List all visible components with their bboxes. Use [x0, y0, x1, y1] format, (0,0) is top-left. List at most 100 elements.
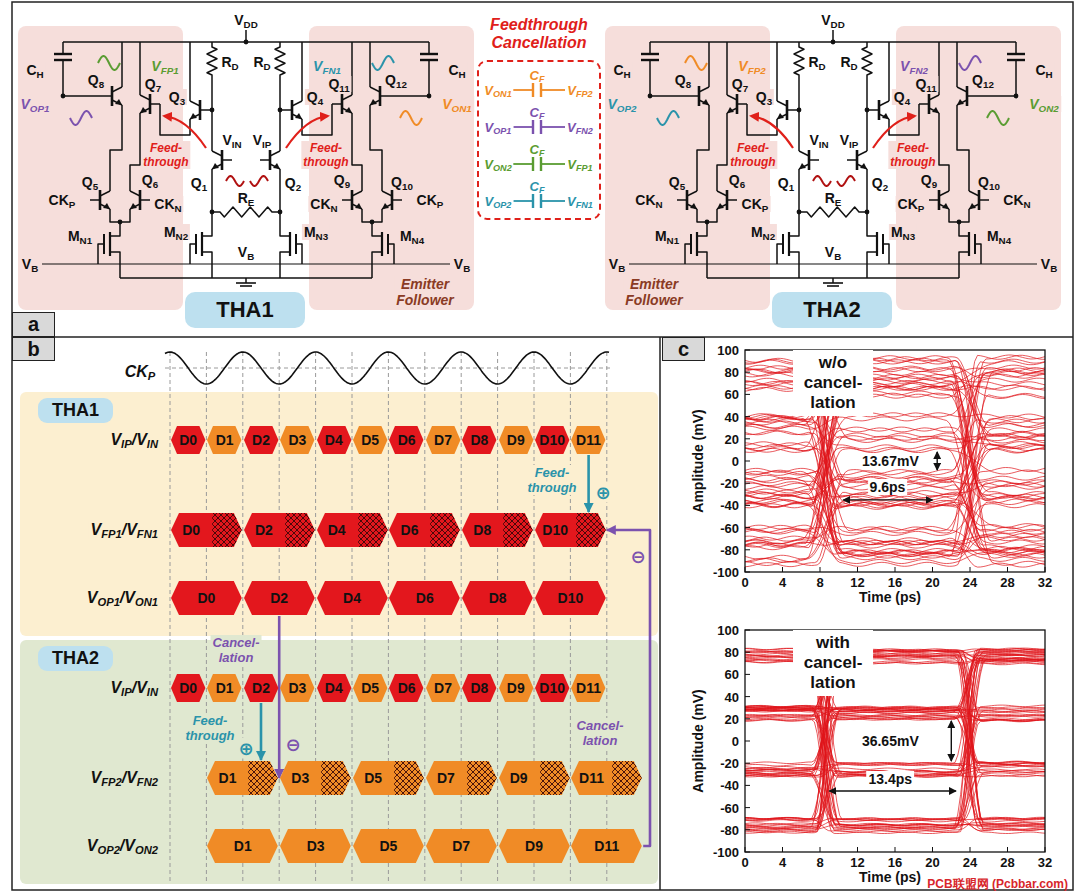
wire: [969, 191, 979, 196]
data-symbol-label: D11: [594, 838, 619, 854]
text-label: VIN: [807, 132, 830, 148]
text-label: 13.4ps: [867, 771, 915, 787]
grid-line: [606, 352, 607, 884]
data-symbol-hexagon: D5: [352, 760, 425, 796]
data-symbol-label: D3: [291, 770, 309, 786]
junction-dot: [797, 108, 802, 113]
wire: [699, 100, 709, 105]
sign-symbol: ⊕: [236, 738, 255, 759]
resistor-symbol: [212, 207, 280, 217]
data-symbol-hexagon: D6: [388, 580, 461, 616]
text-label: Q1: [189, 175, 209, 191]
text-label: 8: [814, 855, 825, 870]
eye-trace: [745, 657, 1045, 831]
wire: [789, 252, 799, 278]
text-label: RE: [823, 190, 844, 206]
eye-trace: [745, 707, 1045, 766]
data-symbol-label: D5: [379, 838, 397, 854]
eye-trace: [745, 443, 1045, 544]
axis-tick: [932, 567, 933, 572]
data-symbol-hexagon: D3: [279, 760, 352, 796]
eye-trace: [745, 714, 1045, 777]
hexagon-fill: [389, 513, 460, 547]
data-symbol-label: D1: [234, 838, 252, 854]
data-symbol-label: D5: [364, 770, 382, 786]
data-symbol-hexagon: D4: [316, 425, 352, 455]
text-label: MN3: [889, 224, 917, 240]
text-label: CKP: [740, 196, 771, 212]
tha1-band: [20, 392, 658, 636]
eye-trace: [745, 659, 1045, 712]
text-label: VFN1: [311, 58, 343, 74]
text-label: 0: [730, 734, 741, 749]
eye-trace: [745, 418, 1045, 556]
grid-line: [534, 352, 535, 884]
dimension-arrow: [951, 721, 952, 761]
axis-tick: [745, 741, 750, 742]
capacitor-plate: [420, 53, 438, 55]
axis-tick: [745, 847, 746, 852]
eye-trace: [745, 475, 1045, 553]
signal-waveform: [657, 111, 679, 125]
bjt-arrow: [370, 99, 377, 105]
wire: [866, 80, 868, 151]
half-circuit: [641, 42, 819, 278]
data-symbol-label: D8: [489, 590, 507, 606]
hexagon-shape: [279, 760, 352, 796]
capacitor-plate: [641, 59, 659, 61]
text-label: RD: [806, 54, 827, 70]
text-label: MN1: [66, 228, 94, 244]
dimension-arrow: [843, 499, 932, 500]
text-label: 16: [886, 575, 904, 590]
data-symbol-hexagon: D7: [425, 425, 461, 455]
text-label: -80: [718, 822, 741, 837]
ground-symbol: [823, 282, 843, 284]
eye-trace: [745, 379, 1045, 487]
wire: [787, 109, 797, 111]
wire: [282, 109, 292, 111]
axis-tick: [745, 572, 750, 573]
text-label: VFP1: [565, 157, 594, 172]
text-label: Q2: [283, 175, 303, 191]
eye-trace: [745, 653, 1045, 775]
data-symbol-hexagon: D5: [352, 673, 388, 703]
data-symbol-hexagon: D6: [388, 512, 461, 548]
text-label: 28: [998, 575, 1016, 590]
wire: [140, 108, 150, 113]
text-label: 20: [923, 855, 941, 870]
wire: [869, 109, 879, 111]
feedthrough-hatch: [613, 761, 643, 795]
panel-label-box: c: [662, 337, 705, 361]
grid-line: [206, 352, 207, 884]
eye-trace: [745, 356, 1045, 499]
eye-trace: [745, 710, 1045, 776]
hexagon-fill: [535, 581, 606, 615]
text-label: MN4: [985, 228, 1013, 244]
hexagon-fill: [426, 674, 460, 702]
text-label: CKN: [308, 196, 339, 212]
hexagon-fill: [244, 513, 315, 547]
bias-line: [629, 263, 1037, 264]
wire: [130, 204, 140, 209]
text-label: 9.6ps: [868, 479, 908, 495]
wire: [737, 103, 747, 105]
data-symbol-label: D8: [470, 680, 488, 696]
wire: [867, 230, 877, 236]
wire: [1015, 42, 1017, 54]
wire: [726, 42, 728, 95]
text-label: RD: [219, 54, 240, 70]
axis-tick: [745, 852, 750, 853]
tha-name-box: THA2: [772, 292, 892, 328]
text-label: VFN2: [565, 120, 595, 135]
text-label: Q5: [80, 174, 100, 190]
eye-trace: [745, 662, 1045, 826]
eye-trace: [745, 648, 1045, 764]
wire: [798, 80, 800, 151]
wire: [280, 230, 290, 236]
signal-waveform: [685, 56, 707, 70]
plot-frame: [745, 630, 1045, 852]
wire: [677, 199, 687, 201]
connector-label: Cancel- lation: [575, 718, 626, 748]
wire: [979, 199, 989, 201]
text-label: -60: [718, 520, 741, 535]
